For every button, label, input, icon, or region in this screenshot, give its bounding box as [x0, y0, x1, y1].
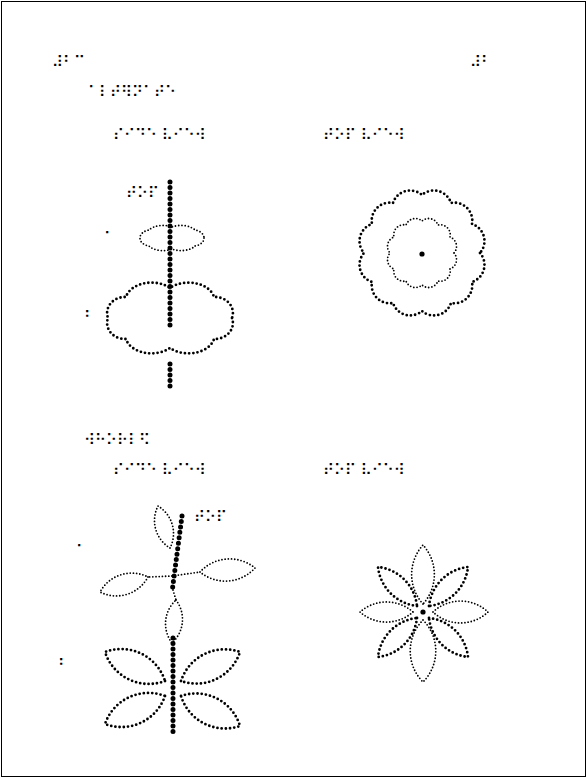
braille-label: ⠞⠕⠏ ⠧⠊⠑⠺	[323, 463, 405, 478]
upper-leaf	[154, 506, 173, 548]
braille-label: ⠼⠃	[470, 55, 492, 70]
braille-label: ⠺⠓⠕⠗⠇⠫	[84, 433, 150, 448]
lower-leaf	[378, 618, 417, 657]
braille-label: ⠁	[104, 231, 115, 246]
lower-leaf	[181, 649, 240, 683]
lower-leaf	[429, 567, 468, 606]
upper-leaf	[433, 601, 488, 623]
braille-label: ⠃	[58, 658, 69, 673]
lower-leaf	[105, 693, 165, 727]
braille-label: ⠁	[76, 544, 87, 559]
stem	[172, 516, 182, 592]
small-leaf	[140, 225, 204, 250]
upper-leaf	[360, 602, 413, 622]
braille-label: ⠃	[84, 310, 95, 325]
stem	[171, 638, 176, 732]
stem-dot	[420, 609, 425, 614]
stem-dot	[419, 251, 424, 256]
upper-leaf	[100, 573, 148, 596]
small-leaf	[387, 218, 456, 287]
lower-leaf	[378, 567, 417, 606]
lower-leaf	[105, 649, 165, 684]
large-leaf	[360, 191, 485, 316]
title: ⠁⠇⠞⠻⠝⠁⠞⠑	[88, 85, 176, 100]
upper-leaf	[200, 559, 255, 581]
large-leaf	[107, 283, 233, 354]
braille-label: ⠞⠕⠏ ⠧⠊⠑⠺	[323, 128, 405, 143]
stem	[168, 182, 173, 328]
lower-leaf	[429, 618, 468, 657]
stem	[168, 364, 173, 388]
braille-label: ⠼⠃⠉	[52, 55, 85, 70]
lower-leaf	[181, 693, 240, 728]
braille-label: ⠎⠊⠙⠑ ⠧⠊⠑⠺	[113, 463, 206, 478]
braille-label: ⠎⠊⠙⠑ ⠧⠊⠑⠺	[113, 128, 206, 143]
braille-label: ⠞⠕⠏	[126, 186, 159, 201]
braille-label: ⠞⠕⠏	[194, 510, 227, 525]
